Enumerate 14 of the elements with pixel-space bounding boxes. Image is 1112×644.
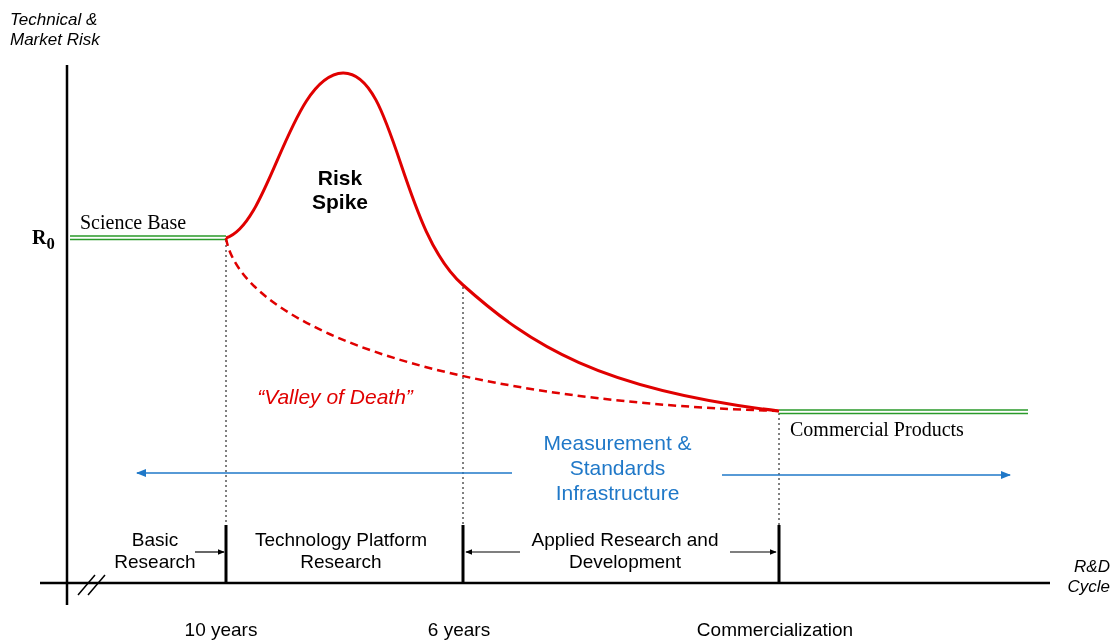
curve-label: Science Base [80, 211, 187, 233]
stage-label: Basic Research [114, 529, 196, 572]
axis-label: R$_{0}$ [32, 226, 55, 248]
curve-label: Risk Spike [312, 166, 368, 214]
axis-title: Technical & Market Risk [10, 10, 100, 49]
stage-label: Applied Research and Development [531, 529, 719, 572]
curve-label: “Valley of Death” [257, 385, 413, 408]
axis-title: R&D Cycle [1067, 557, 1110, 596]
tick-label: Commercialization [696, 619, 854, 640]
stage-label: Technology Platform Research [254, 529, 428, 572]
span-label: Measurement & Standards Infrastructure [543, 431, 692, 505]
tick-label: 6 years [427, 619, 491, 640]
curve-label: Commercial Products [790, 418, 964, 440]
tick-label: 10 years [184, 619, 258, 640]
